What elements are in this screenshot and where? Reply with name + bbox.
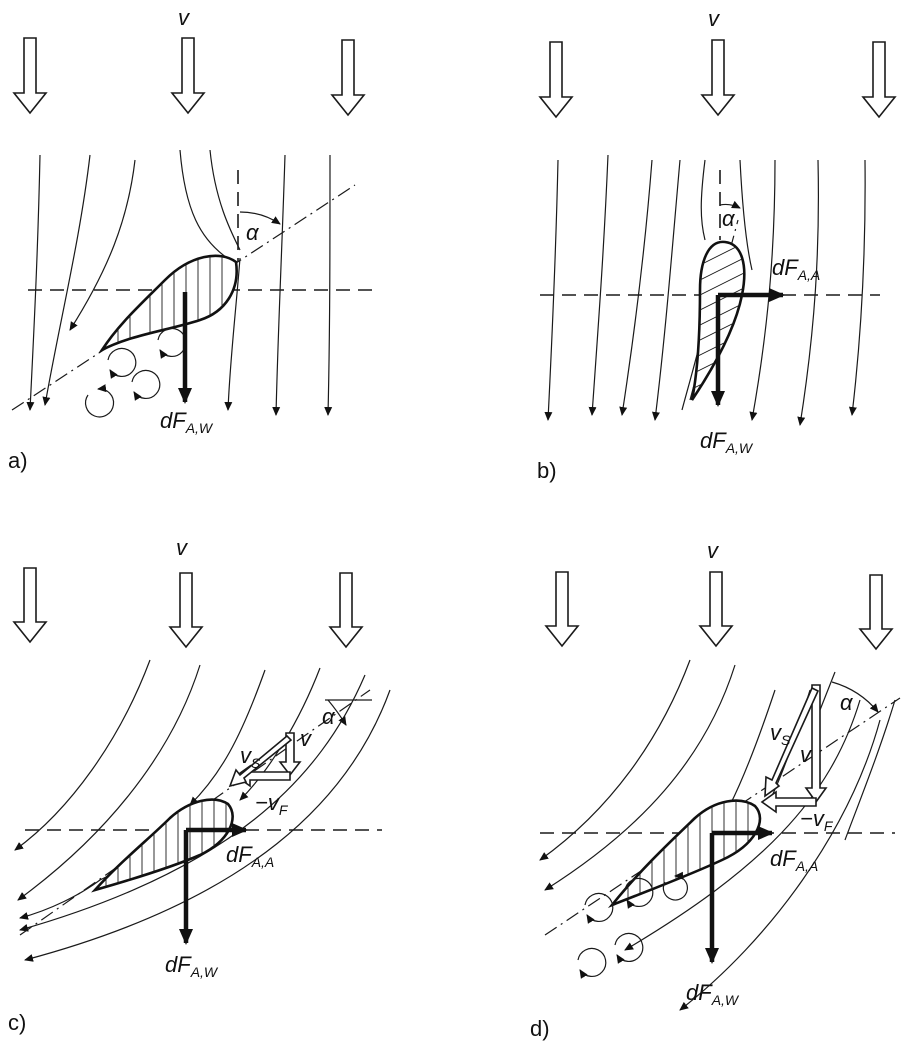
flow-arrow-icon xyxy=(170,37,206,115)
drag-force-label: dFA,W xyxy=(160,408,214,436)
airfoil-profile xyxy=(98,254,238,354)
panel-label-c: c) xyxy=(8,1010,26,1035)
flow-arrow-icon xyxy=(700,39,736,117)
vf-label: −vF xyxy=(800,806,834,834)
airfoil-profile xyxy=(607,799,762,909)
airfoil-profile xyxy=(91,798,234,893)
vf-label: −vF xyxy=(255,790,289,818)
drag-force-label: dFA,W xyxy=(165,952,219,980)
angle-alpha-label: α xyxy=(322,704,336,729)
lift-force-label: dFA,A xyxy=(770,846,818,874)
vs-label: vS xyxy=(770,720,791,748)
drag-force-label: dFA,W xyxy=(686,980,740,1008)
vs-label: vS xyxy=(240,743,261,771)
angle-alpha-label: α xyxy=(246,220,260,245)
flow-arrow-icon xyxy=(861,41,897,119)
panel-label-a: a) xyxy=(8,448,28,473)
panel-a: v α xyxy=(8,5,380,473)
flow-arrow-icon xyxy=(544,571,580,648)
flow-arrow-icon xyxy=(12,567,48,644)
angle-alpha-label: α xyxy=(840,690,854,715)
flow-velocity-label: v xyxy=(176,535,189,560)
flow-arrow-icon xyxy=(12,37,48,115)
lift-force-label: dFA,A xyxy=(226,842,274,870)
v-label: v xyxy=(800,742,813,767)
panel-b: v α xyxy=(537,6,897,483)
panel-label-d: d) xyxy=(530,1016,550,1041)
angle-alpha-label: α xyxy=(722,206,736,231)
vortex-icon xyxy=(84,327,187,418)
flow-arrow-icon xyxy=(858,574,894,651)
flow-arrow-icon xyxy=(328,572,364,649)
drag-force-label: dFA,W xyxy=(700,428,754,456)
flow-velocity-label: v xyxy=(707,538,720,563)
v-label: v xyxy=(300,726,313,751)
lift-force-label: dFA,A xyxy=(772,255,820,283)
flow-velocity-label: v xyxy=(178,5,191,30)
flow-arrow-icon xyxy=(330,39,366,117)
vortex-icon xyxy=(577,871,688,979)
flow-velocity-label: v xyxy=(708,6,721,31)
panel-d: v α vS v −vF xyxy=(530,538,901,1041)
panel-c: v α vS v −vF xyxy=(8,535,391,1035)
flow-arrow-icon xyxy=(538,41,574,119)
flow-arrow-icon xyxy=(168,572,204,649)
panel-label-b: b) xyxy=(537,458,557,483)
flow-arrow-icon xyxy=(698,571,734,648)
